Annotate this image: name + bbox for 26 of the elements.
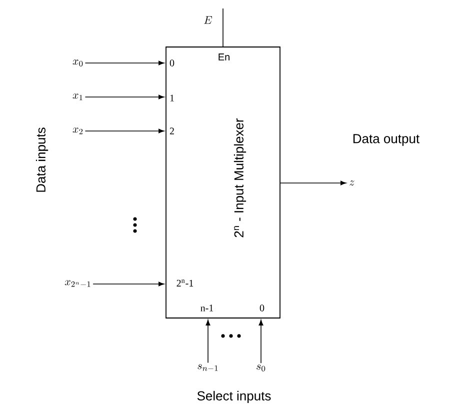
arrow — [84, 60, 164, 66]
pin-label: 1 — [170, 94, 174, 102]
signal-name: $x_1$ — [72, 94, 82, 100]
pin-label: 2 — [170, 128, 174, 134]
signal-name: $z$ — [350, 180, 354, 186]
section-label: Select inputs — [197, 390, 271, 404]
signal-name: $s_0$ — [256, 364, 266, 372]
pin-label: n-1 — [200, 304, 214, 312]
signal-name: $x_0$ — [72, 60, 83, 66]
signal-name: $s_{n-1}$ — [198, 364, 218, 371]
signal-name: $x_2$ — [72, 128, 83, 134]
pin-label: En — [218, 54, 230, 60]
block-title: 2$^{n}$ - Input Multiplexer — [234, 118, 246, 238]
section-label: Data output — [353, 134, 420, 146]
signal-name: $E$ — [204, 16, 212, 24]
arrow — [84, 94, 164, 100]
arrow — [92, 282, 164, 286]
arrow — [206, 320, 210, 364]
axis-title: Data inputs — [36, 128, 48, 192]
pin-label: 2$^{n}$-1 — [176, 280, 194, 286]
arrow — [84, 128, 164, 134]
arrow — [258, 320, 264, 364]
pin-label: 0 — [260, 304, 264, 312]
pin-label: 0 — [170, 60, 174, 66]
arrow — [280, 180, 346, 186]
signal-name: $x_{2^n -1}$ — [64, 280, 90, 287]
